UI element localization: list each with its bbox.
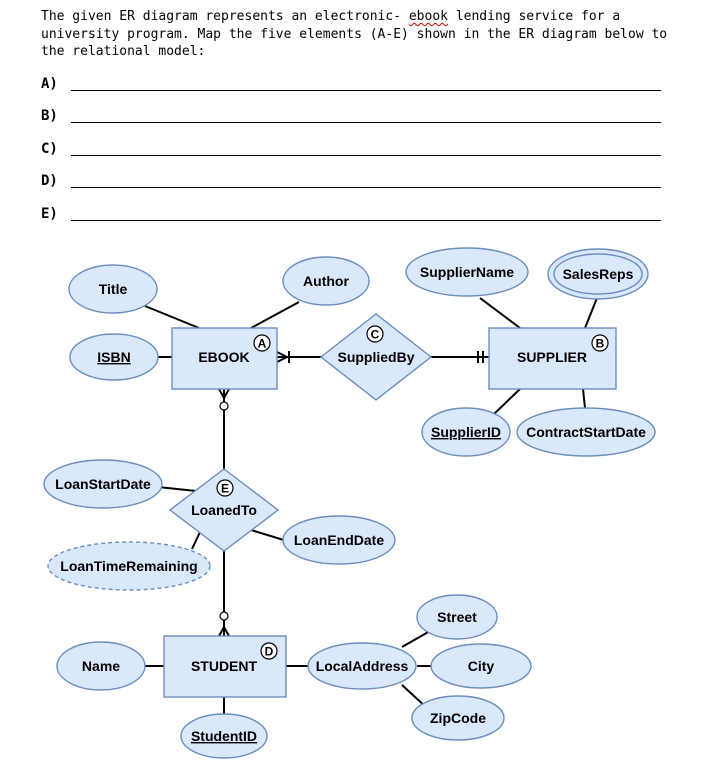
relationship-loaned-to-label: LoanedTo xyxy=(191,502,257,518)
attribute-supplier-id-label: SupplierID xyxy=(431,424,501,440)
attribute-contract-start-date-label: ContractStartDate xyxy=(526,424,646,440)
svg-text:B: B xyxy=(596,337,605,351)
answer-blank xyxy=(71,155,661,156)
marker-c: C xyxy=(366,325,384,343)
answer-line-e[interactable]: E) xyxy=(41,206,661,226)
answer-label: D) xyxy=(41,173,58,189)
attribute-sales-reps[interactable]: SalesReps xyxy=(547,248,649,300)
answer-blank xyxy=(71,122,661,123)
svg-text:D: D xyxy=(265,645,274,659)
marker-b: B xyxy=(591,334,609,352)
relationship-supplied-by[interactable]: SuppliedBy xyxy=(319,313,433,401)
edge-contract-supplier xyxy=(582,388,586,409)
attribute-local-address-label: LocalAddress xyxy=(316,658,409,674)
edge-title-ebook xyxy=(144,305,200,329)
attribute-sales-reps-label: SalesReps xyxy=(563,266,634,282)
answer-blank xyxy=(71,90,661,91)
attribute-street-label: Street xyxy=(437,609,477,625)
marker-d: D xyxy=(260,642,278,660)
edge-loanstart-loanedto xyxy=(157,486,197,492)
attribute-zip-code[interactable]: ZipCode xyxy=(411,695,505,741)
marker-e: E xyxy=(216,479,234,497)
attribute-name[interactable]: Name xyxy=(56,641,146,691)
attribute-supplier-id[interactable]: SupplierID xyxy=(421,407,511,457)
svg-text:A: A xyxy=(258,337,267,351)
answer-blank xyxy=(71,187,661,188)
attribute-loan-end-date-label: LoanEndDate xyxy=(294,532,384,548)
attribute-zip-code-label: ZipCode xyxy=(430,710,486,726)
edge-author-ebook xyxy=(250,301,300,329)
svg-text:E: E xyxy=(221,482,229,496)
attribute-title-label: Title xyxy=(99,281,128,297)
attribute-student-id-label: StudentID xyxy=(191,728,257,744)
attribute-loan-time-remaining[interactable]: LoanTimeRemaining xyxy=(47,541,211,591)
attribute-name-label: Name xyxy=(82,658,120,674)
attribute-local-address[interactable]: LocalAddress xyxy=(307,642,417,690)
question-part-2: lending service for a university program… xyxy=(41,9,668,59)
edge-localaddress-street xyxy=(401,630,431,648)
question-part-1: The given ER diagram represents an elect… xyxy=(41,9,409,24)
attribute-isbn[interactable]: ISBN xyxy=(69,333,159,381)
spellcheck-word: ebook xyxy=(408,9,448,24)
entity-ebook-label: EBOOK xyxy=(198,349,249,365)
attribute-student-id[interactable]: StudentID xyxy=(180,713,268,759)
attribute-supplier-name[interactable]: SupplierName xyxy=(405,247,529,297)
attribute-loan-start-date[interactable]: LoanStartDate xyxy=(43,459,163,509)
svg-text:C: C xyxy=(371,328,380,342)
attribute-city-label: City xyxy=(468,658,495,674)
answer-line-a[interactable]: A) xyxy=(41,76,661,96)
entity-student-label: STUDENT xyxy=(191,658,258,674)
answer-label: C) xyxy=(41,141,58,157)
edge-suppliername-supplier xyxy=(479,297,521,329)
entity-ebook[interactable]: EBOOK xyxy=(171,327,278,390)
edge-loantime-loanedto xyxy=(191,531,201,550)
answer-line-d[interactable]: D) xyxy=(41,173,661,193)
edge-loanend-loanedto xyxy=(250,529,288,542)
entity-supplier-label: SUPPLIER xyxy=(517,349,587,365)
answer-label: B) xyxy=(41,108,58,124)
relationship-loaned-to[interactable]: LoanedTo xyxy=(168,468,280,552)
attribute-supplier-name-label: SupplierName xyxy=(420,264,514,280)
edge-salesreps-supplier xyxy=(584,297,598,329)
edge-supplierid-supplier xyxy=(493,388,521,415)
answer-blank xyxy=(71,220,661,221)
relationship-supplied-by-label: SuppliedBy xyxy=(337,349,414,365)
attribute-city[interactable]: City xyxy=(430,643,532,689)
attribute-loan-start-date-label: LoanStartDate xyxy=(55,476,151,492)
attribute-street[interactable]: Street xyxy=(416,594,498,640)
attribute-contract-start-date[interactable]: ContractStartDate xyxy=(516,407,656,457)
attribute-title[interactable]: Title xyxy=(68,264,158,314)
attribute-loan-end-date[interactable]: LoanEndDate xyxy=(282,515,396,565)
answer-label: E) xyxy=(41,206,58,222)
attribute-author-label: Author xyxy=(303,273,349,289)
answer-label: A) xyxy=(41,76,58,92)
cardinality-marks xyxy=(218,351,484,637)
connectors xyxy=(144,297,598,716)
attribute-author[interactable]: Author xyxy=(282,256,370,306)
attribute-loan-time-remaining-label: LoanTimeRemaining xyxy=(60,558,197,574)
question-text: The given ER diagram represents an elect… xyxy=(41,8,681,61)
marker-a: A xyxy=(253,334,271,352)
answer-line-b[interactable]: B) xyxy=(41,108,661,128)
attribute-isbn-label: ISBN xyxy=(97,349,130,365)
answer-line-c[interactable]: C) xyxy=(41,141,661,161)
